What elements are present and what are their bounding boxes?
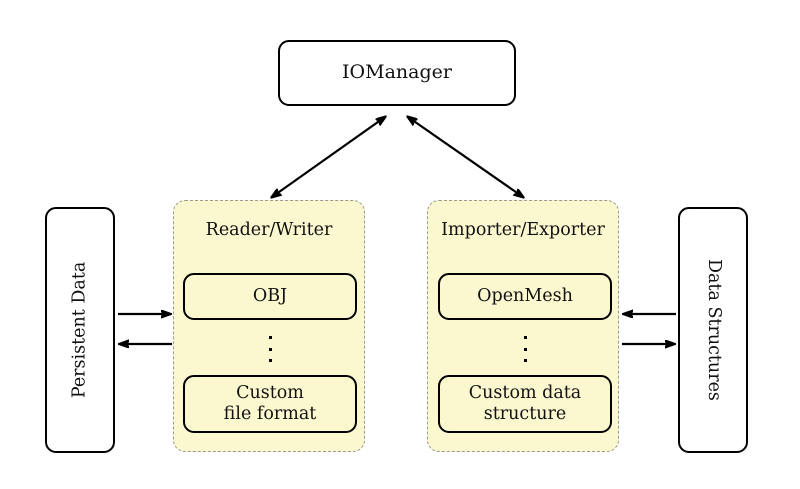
item-custom-data-structure-line2: structure xyxy=(483,404,567,424)
item-openmesh[interactable]: OpenMesh xyxy=(438,273,612,320)
node-data-structures-label: Data Structures xyxy=(703,259,724,401)
connector-iomanager-importerexporter xyxy=(408,117,523,197)
group-importer-exporter-title: Importer/Exporter xyxy=(441,220,605,240)
connector-iomanager-readerwriter xyxy=(272,117,385,197)
item-obj[interactable]: OBJ xyxy=(183,273,357,320)
item-custom-file-format[interactable]: Custom file format xyxy=(183,375,357,433)
node-persistent-data[interactable]: Persistent Data xyxy=(45,207,115,453)
item-custom-data-structure[interactable]: Custom data structure xyxy=(438,375,612,433)
item-custom-data-structure-line1: Custom data xyxy=(468,382,582,403)
item-openmesh-label: OpenMesh xyxy=(477,285,573,306)
item-obj-label: OBJ xyxy=(252,285,288,306)
node-iomanager[interactable]: IOManager xyxy=(278,40,516,106)
item-custom-file-format-line1: Custom xyxy=(236,382,304,403)
node-iomanager-label: IOManager xyxy=(342,61,452,84)
group-reader-writer-title: Reader/Writer xyxy=(205,220,333,240)
node-data-structures[interactable]: Data Structures xyxy=(678,207,748,453)
node-persistent-data-label: Persistent Data xyxy=(69,261,90,399)
item-custom-file-format-line2: file format xyxy=(223,404,317,424)
